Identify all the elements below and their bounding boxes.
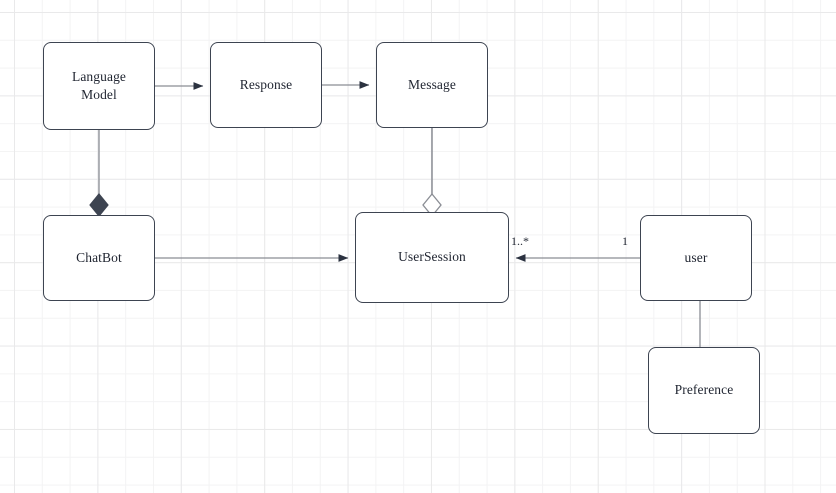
- node-response-label: Response: [239, 76, 293, 92]
- multiplicity-label-user-side: 1: [622, 234, 628, 248]
- node-usersession[interactable]: UserSession: [355, 212, 509, 303]
- node-chatbot-label: ChatBot: [76, 249, 122, 265]
- node-preference[interactable]: Preference: [648, 347, 760, 434]
- node-message[interactable]: Message: [376, 42, 488, 128]
- node-usersession-label: UserSession: [398, 249, 466, 265]
- node-message-label: Message: [408, 76, 456, 92]
- node-user[interactable]: user: [640, 215, 752, 301]
- node-user-label: user: [684, 249, 708, 265]
- node-preference-label: Preference: [674, 382, 734, 398]
- node-response[interactable]: Response: [210, 42, 322, 128]
- node-chatbot[interactable]: ChatBot: [43, 215, 155, 301]
- edge-language-model-to-chatbot: [89, 130, 109, 217]
- multiplicity-label-usersession-side: 1..*: [511, 234, 529, 248]
- node-language-model-label: Language Model: [71, 68, 127, 102]
- edge-message-to-usersession: [422, 128, 442, 218]
- filled-diamond-icon: [89, 193, 109, 217]
- node-language-model[interactable]: Language Model: [43, 42, 155, 130]
